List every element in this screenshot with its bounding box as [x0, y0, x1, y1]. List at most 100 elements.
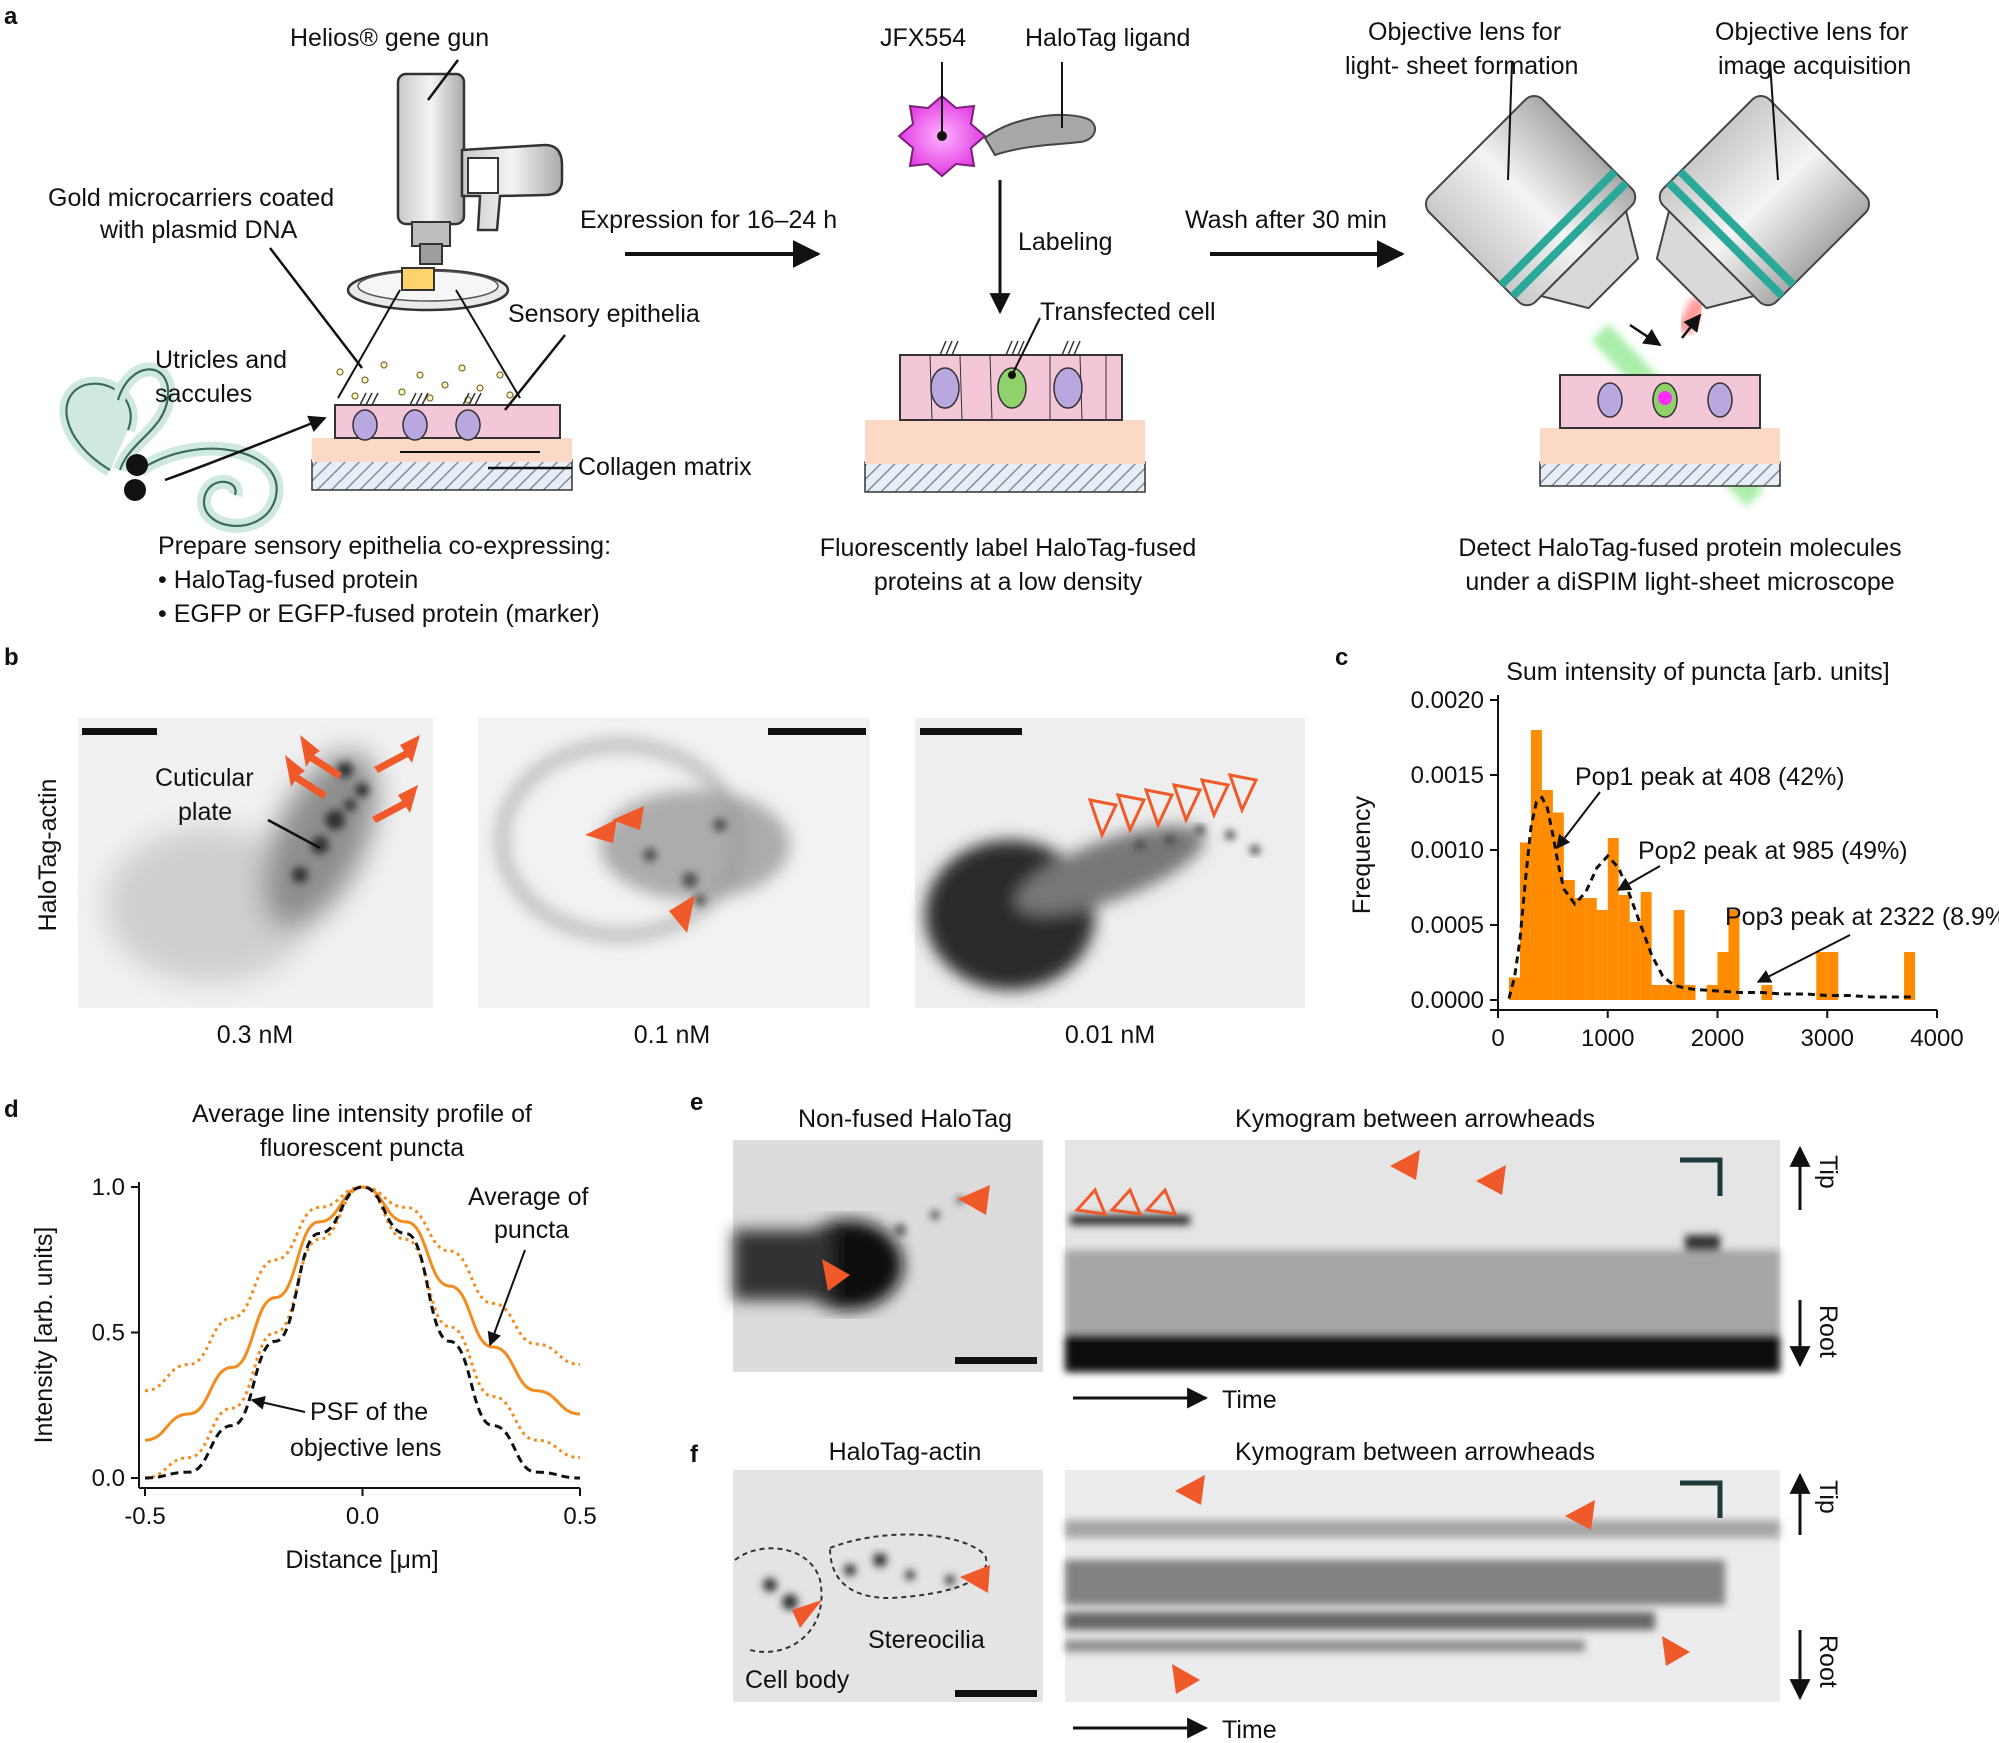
wash-label: Wash after 30 min — [1185, 206, 1387, 234]
e-micrograph — [733, 1140, 1043, 1372]
collagen-label: Collagen matrix — [578, 453, 752, 481]
transfected-label: Transfected cell — [1040, 298, 1216, 326]
histogram-bar — [1684, 985, 1696, 1000]
objective-lens-right — [1655, 94, 1871, 310]
cell-body-label: Cell body — [745, 1666, 850, 1694]
histogram-bar — [1508, 977, 1520, 1000]
f-tip-label: Tip — [1814, 1480, 1842, 1514]
pop2-annotation: Pop2 peak at 985 (49%) — [1638, 837, 1908, 865]
prepare-line3: • EGFP or EGFP-fused protein (marker) — [158, 600, 600, 628]
sensory-epithelia-leader — [504, 334, 566, 411]
obj-lightsheet-line1: Objective lens for — [1368, 18, 1561, 46]
cuticular-line1: Cuticular — [155, 764, 254, 792]
c-ytick-label: 0.0020 — [1411, 687, 1484, 714]
detect-step-line1: Detect HaloTag-fused protein molecules — [1458, 534, 1901, 562]
f-root-label: Root — [1814, 1635, 1842, 1688]
panel-d: d Average line intensity profile of fluo… — [4, 1096, 597, 1574]
histogram-bar — [1816, 952, 1828, 1000]
average-profile-line — [144, 1185, 581, 1442]
inner-ear-illustration — [59, 362, 284, 533]
d-xtick-label: -0.5 — [124, 1503, 165, 1530]
halotag-ligand-icon — [983, 62, 1096, 157]
chart-d-title-line2: fluorescent puncta — [260, 1134, 464, 1162]
panel-label-f: f — [690, 1441, 699, 1468]
panel-e: e Non-fused HaloTag Kymogram between arr… — [690, 1089, 1842, 1414]
e-root-label: Root — [1814, 1305, 1842, 1358]
histogram-bar — [1607, 838, 1619, 1000]
prepare-line2: • HaloTag-fused protein — [158, 566, 418, 594]
obj-lightsheet-line2: light- sheet formation — [1345, 52, 1578, 80]
e-kymogram — [1065, 1140, 1780, 1372]
avg-annotation-line2: puncta — [494, 1216, 569, 1244]
d-ytick-label: 0.5 — [92, 1320, 125, 1347]
histogram-bar — [1552, 812, 1564, 1000]
histogram-bar — [1585, 898, 1597, 1000]
histogram-bar — [1728, 910, 1740, 1000]
c-xtick-label: 0 — [1491, 1025, 1504, 1052]
c-xtick-label: 1000 — [1581, 1025, 1634, 1052]
f-time-label: Time — [1222, 1716, 1277, 1743]
histogram-bar — [1563, 880, 1575, 1000]
f-right-title: Kymogram between arrowheads — [1235, 1438, 1595, 1466]
panel-c: c Sum intensity of puncta [arb. units] F… — [1335, 644, 1999, 1052]
f-micrograph — [733, 1470, 1043, 1702]
epithelium-1 — [311, 392, 573, 491]
e-right-title: Kymogram between arrowheads — [1235, 1105, 1595, 1133]
utricles-line1: Utricles and — [155, 346, 287, 374]
histogram-bar — [1827, 952, 1839, 1000]
e-left-title: Non-fused HaloTag — [798, 1105, 1012, 1133]
chart-c-title: Sum intensity of puncta [arb. units] — [1506, 658, 1890, 686]
c-xtick-label: 3000 — [1801, 1025, 1854, 1052]
histogram-bar — [1541, 790, 1553, 1000]
orange-arrows-0.3nM — [285, 735, 420, 823]
histogram-bar — [1596, 910, 1608, 1000]
obj-image-line2: image acquisition — [1718, 52, 1911, 80]
e-time-label: Time — [1222, 1386, 1277, 1414]
panel-label-b: b — [4, 644, 19, 671]
spray-right-line — [455, 289, 521, 399]
utricles-line2: saccules — [155, 380, 252, 408]
sensory-epithelia-label: Sensory epithelia — [508, 300, 700, 328]
jfx554-dye-icon — [897, 62, 987, 178]
panel-label-e: e — [690, 1089, 703, 1116]
c-xtick-label: 2000 — [1691, 1025, 1744, 1052]
micrograph-0.1nM — [478, 718, 870, 1008]
cuticular-leader — [267, 818, 321, 850]
e-tip-label: Tip — [1814, 1155, 1842, 1189]
d-xtick-label: 0.0 — [346, 1503, 379, 1530]
expression-label: Expression for 16–24 h — [580, 206, 837, 234]
objective-lens-left — [1424, 94, 1640, 310]
d-xtick-label: 0.5 — [563, 1503, 596, 1530]
histogram-bar — [1629, 922, 1641, 1000]
histogram-bar — [1640, 892, 1652, 1000]
gold-label-line1: Gold microcarriers coated — [48, 184, 334, 212]
histogram-bar — [1574, 898, 1586, 1000]
histogram-bar — [1904, 952, 1916, 1000]
pop2-arrow — [1616, 865, 1661, 891]
avg-annotation-line1: Average of — [468, 1183, 589, 1211]
chart-d-ylabel: Intensity [arb. units] — [30, 1227, 58, 1444]
histogram-bar — [1530, 730, 1542, 1000]
pop3-arrow — [1756, 934, 1851, 983]
detect-step-line2: under a diSPIM light-sheet microscope — [1465, 568, 1894, 596]
obj-image-line1: Objective lens for — [1715, 18, 1908, 46]
histogram-bar — [1717, 952, 1729, 1000]
micrograph-0.3nM — [78, 718, 433, 1008]
d-ytick-label: 0.0 — [92, 1465, 125, 1492]
fit-curve — [1507, 795, 1916, 999]
c-ytick-label: 0.0010 — [1411, 837, 1484, 864]
histogram-bar — [1651, 985, 1663, 1000]
psf-annotation-line2: objective lens — [290, 1434, 441, 1462]
histogram-bar — [1706, 985, 1718, 1000]
chart-c-ylabel: Frequency — [1348, 795, 1376, 914]
prepare-line1: Prepare sensory epithelia co-expressing: — [158, 532, 611, 560]
panel-label-c: c — [1335, 644, 1348, 671]
panel-a: a Helios® gene gun Gold microcarriers co… — [4, 3, 1911, 628]
gold-particles — [326, 361, 514, 474]
gene-gun-label: Helios® gene gun — [290, 24, 489, 52]
histogram-bar — [1519, 842, 1531, 1000]
lower-bound-line — [144, 1185, 581, 1480]
halotag-ligand-label: HaloTag ligand — [1025, 24, 1190, 52]
